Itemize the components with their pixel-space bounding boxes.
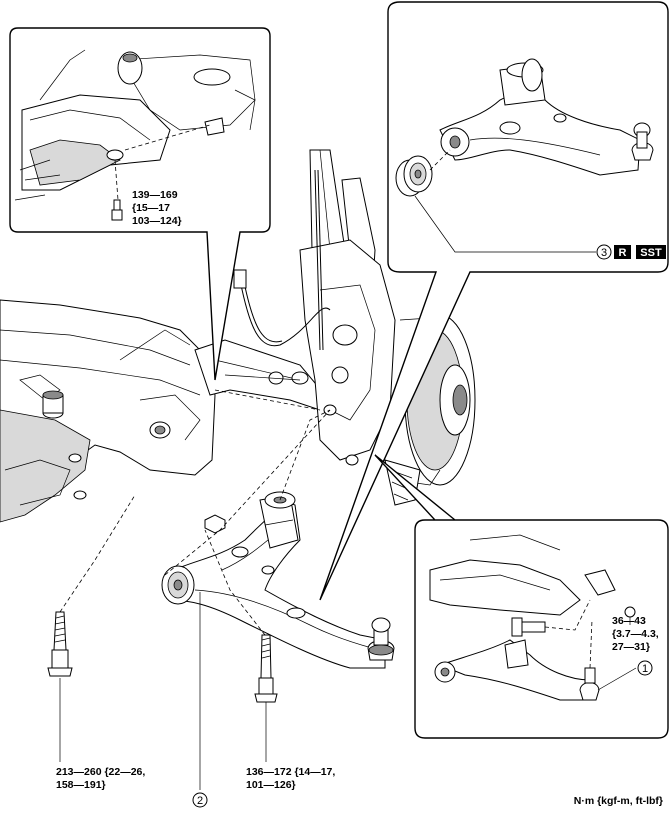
tag-r bbox=[614, 245, 631, 259]
torque-lower-line3: 27—31} bbox=[612, 641, 650, 653]
tag-sst-label: SST bbox=[640, 247, 662, 259]
rear-bolt bbox=[47, 611, 73, 677]
front-bolt bbox=[254, 634, 278, 703]
upper-right-inset bbox=[319, 1, 669, 601]
torque-upper-line3: 103—124} bbox=[132, 215, 182, 227]
torque-upper-line1: 139—169 bbox=[132, 189, 178, 201]
callout-3-number: 3 bbox=[601, 247, 607, 259]
callout-1 bbox=[637, 660, 653, 676]
tag-sst bbox=[636, 245, 666, 259]
tag-r-label: R bbox=[619, 247, 627, 259]
torque-rear-line1: 213—260 {22—26, bbox=[56, 766, 145, 778]
torque-lower-line2: {3.7—4.3, bbox=[612, 628, 659, 640]
subframe-assembly bbox=[0, 299, 326, 523]
units-legend: N·m {kgf-m, ft-lbf} bbox=[574, 795, 663, 807]
callout-3 bbox=[596, 244, 612, 260]
callout-2-number: 2 bbox=[197, 795, 203, 807]
torque-lower-line1: 36—43 bbox=[612, 615, 646, 627]
callout-2 bbox=[192, 792, 208, 808]
torque-front-line2: 101—126} bbox=[246, 779, 296, 791]
upper-left-inset bbox=[9, 27, 271, 381]
torque-rear-line2: 158—191} bbox=[56, 779, 106, 791]
torque-front-line1: 136—172 {14—17, bbox=[246, 766, 335, 778]
torque-upper-line2: {15—17 bbox=[132, 202, 170, 214]
callout-1-number: 1 bbox=[642, 663, 648, 675]
lower-right-inset bbox=[374, 454, 669, 739]
lower-arm bbox=[161, 491, 395, 669]
